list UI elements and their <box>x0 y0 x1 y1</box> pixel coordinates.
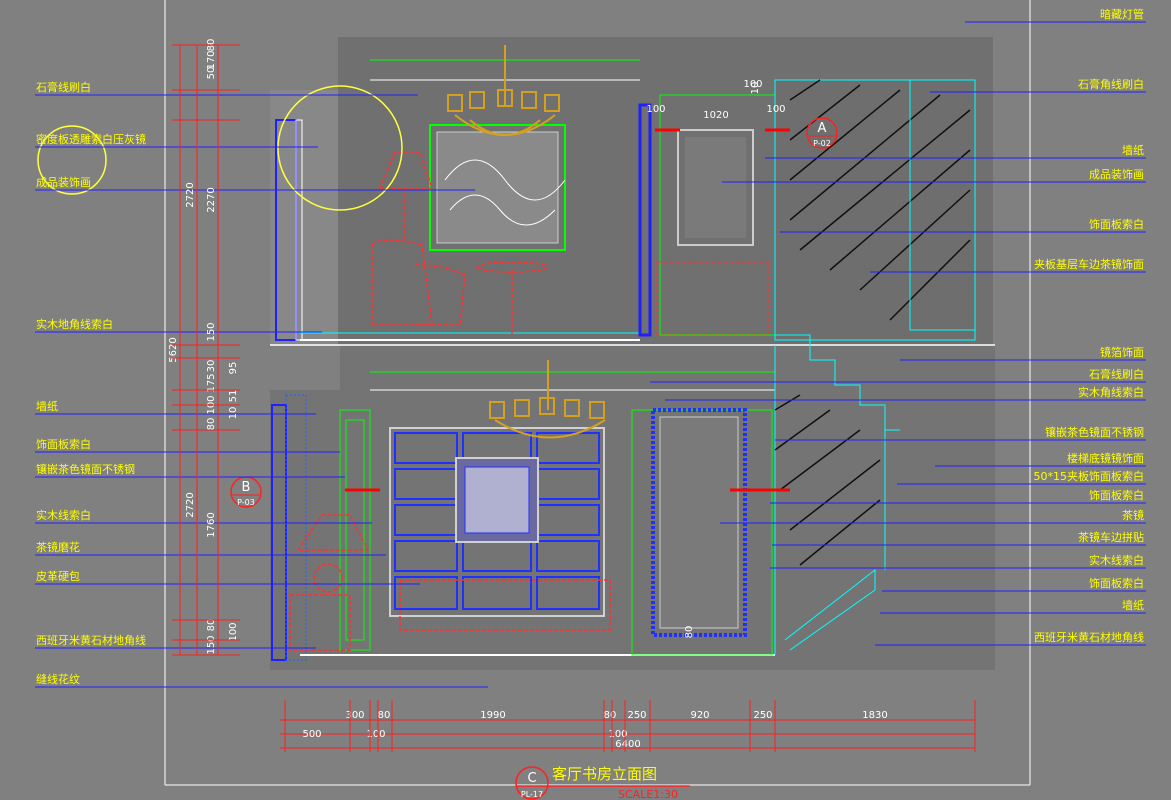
left-dim-inner: 1760 <box>206 512 217 537</box>
left-dim-inner: 170 <box>206 50 217 69</box>
right-label: 暗藏灯管 <box>1100 7 1144 21</box>
bottom-dim-total: 6400 <box>615 739 640 750</box>
bottom-dim-row1: 250 <box>753 710 772 721</box>
left-annotation-labels: 石膏线刷白密度板透雕索白压灰镜成品装饰画实木地角线索白墙纸饰面板索白镶嵌茶色镜面… <box>36 80 146 686</box>
right-label: 茶镜车边拼贴 <box>1078 530 1144 544</box>
section-tag-a-ref: P-02 <box>813 139 831 148</box>
left-label: 皮革硬包 <box>36 569 80 583</box>
left-label: 饰面板索白 <box>36 437 91 451</box>
right-label: 夹板基层车边茶镜饰面 <box>1034 257 1144 271</box>
detail-callout-circle <box>277 85 403 211</box>
drawing-title: 客厅书房立面图 <box>552 765 657 783</box>
left-dim-inner: 80 <box>206 619 217 632</box>
left-dim-inner: 80 <box>206 418 217 431</box>
right-label: 石膏角线刷白 <box>1078 77 1144 91</box>
left-label: 墙纸 <box>36 399 58 413</box>
right-label: 50*15夹板饰面板索白 <box>1034 469 1145 483</box>
left-dim-outer: 5620 <box>168 337 179 362</box>
left-label: 成品装饰画 <box>36 175 91 189</box>
left-dim-small: 100 <box>228 622 239 641</box>
bottom-dim-row1: 250 <box>627 710 646 721</box>
right-label: 饰面板索白 <box>1089 217 1144 231</box>
section-tag-b-letter: B <box>242 480 251 495</box>
right-label: 墙纸 <box>1122 143 1144 157</box>
bottom-dim-row2: 100 <box>366 729 385 740</box>
bottom-dim-row2: 500 <box>302 729 321 740</box>
right-label: 楼梯底镜镜饰面 <box>1067 451 1144 465</box>
left-label: 缝线花纹 <box>36 672 80 686</box>
bottom-dim-row1: 1830 <box>862 710 887 721</box>
right-label: 成品装饰画 <box>1089 167 1144 181</box>
title-tag-letter: C <box>527 771 536 786</box>
right-label: 墙纸 <box>1122 598 1144 612</box>
section-tag-a[interactable]: A P-02 <box>806 117 838 149</box>
bottom-dim-row1: 920 <box>690 710 709 721</box>
left-leader-lines <box>35 94 488 688</box>
right-label: 饰面板索白 <box>1089 576 1144 590</box>
left-dim-small: 10 <box>228 407 239 420</box>
left-label: 石膏线刷白 <box>36 80 91 94</box>
bottom-dim-row2: 100 <box>608 729 627 740</box>
right-label: 西班牙米黄石材地角线 <box>1034 630 1144 644</box>
top-inner-dim: 1020 <box>703 110 728 121</box>
left-label: 密度板透雕索白压灰镜 <box>36 132 146 146</box>
left-dim-inner: 150 <box>206 322 217 341</box>
top-inner-dimensions: 100 1020 100 100 <box>646 79 785 121</box>
right-leader-lines <box>650 21 1146 646</box>
left-dim-inner: 30 <box>206 360 217 373</box>
left-dim-inner: 150 <box>206 635 217 654</box>
drawing-title-block: C PL-17 客厅书房立面图 SCALE1:30 <box>515 765 690 800</box>
right-label: 镶嵌茶色镜面不锈钢 <box>1045 425 1144 439</box>
left-label: 实木线索白 <box>36 508 91 522</box>
left-dim-inner: 50 <box>206 67 217 80</box>
left-label: 镶嵌茶色镜面不锈钢 <box>36 462 135 476</box>
bottom-dim-row1: 80 <box>378 710 391 721</box>
right-annotation-labels: 暗藏灯管石膏角线刷白墙纸成品装饰画饰面板索白夹板基层车边茶镜饰面镜箔饰面石膏线刷… <box>1034 7 1145 644</box>
bottom-dim-row1: 1990 <box>480 710 505 721</box>
drawing-scale: SCALE1:30 <box>618 788 678 800</box>
left-dim-small: 10 <box>750 82 761 95</box>
left-dim-mid: 2720 <box>185 492 196 517</box>
left-dim-inner: 175 <box>206 373 217 392</box>
detail-reference-circle <box>37 125 107 195</box>
right-label: 镜箔饰面 <box>1100 345 1144 359</box>
top-inner-dim: 100 <box>743 79 762 90</box>
bottom-dim-row1: 300 <box>345 710 364 721</box>
right-label: 实木线索白 <box>1089 553 1144 567</box>
right-label: 石膏线刷白 <box>1089 367 1144 381</box>
section-tag-b-ref: P-03 <box>237 498 255 507</box>
misc-dim: 80 <box>684 626 695 639</box>
left-label: 实木地角线索白 <box>36 317 113 331</box>
left-label: 西班牙米黄石材地角线 <box>36 633 146 647</box>
left-label: 茶镜磨花 <box>36 540 80 554</box>
left-dim-small: 95 <box>228 362 239 375</box>
top-inner-dim: 100 <box>646 104 665 115</box>
right-label: 饰面板索白 <box>1089 488 1144 502</box>
right-label: 茶镜 <box>1122 508 1144 522</box>
title-tag-ref: PL-17 <box>521 790 543 799</box>
section-tag-b[interactable]: B P-03 <box>230 476 262 508</box>
top-inner-dim: 100 <box>766 104 785 115</box>
left-dim-mid: 2720 <box>185 182 196 207</box>
bottom-dim-row1: 80 <box>604 710 617 721</box>
left-dim-small: 51 <box>228 390 239 403</box>
right-label: 实木角线索白 <box>1078 385 1144 399</box>
section-tag-a-letter: A <box>818 121 827 136</box>
left-dim-inner: 2270 <box>206 187 217 212</box>
